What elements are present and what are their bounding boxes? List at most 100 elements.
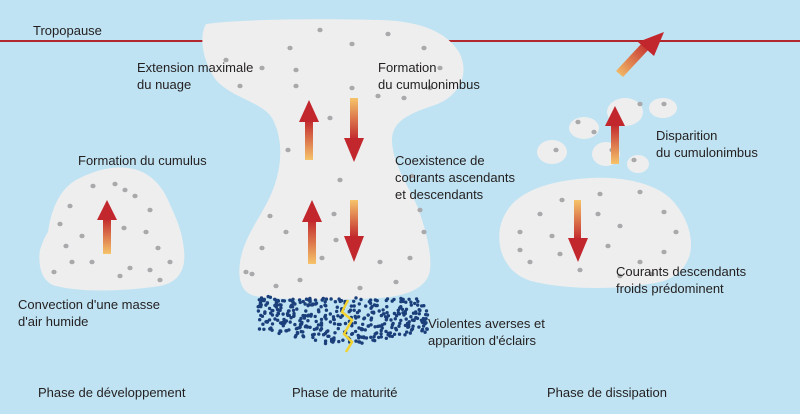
cloud-dot <box>357 286 362 291</box>
rain-drop <box>263 312 266 315</box>
rain-drop <box>350 333 353 336</box>
rain-drop <box>262 299 265 302</box>
cloud-dot <box>67 204 72 209</box>
rain-drop <box>336 314 339 317</box>
rain-drop <box>412 318 415 321</box>
cloud-dot <box>393 280 398 285</box>
rain-drop <box>398 322 401 325</box>
rain-drop <box>407 298 410 301</box>
cloud-dot <box>637 102 642 107</box>
cloud-dot <box>122 188 127 193</box>
cold-downdrafts-label: Courants descendants froids prédominent <box>616 263 746 297</box>
rain-drop <box>344 322 347 325</box>
rain-drop <box>295 327 298 330</box>
cloud-dot <box>331 212 336 217</box>
cloud-dot <box>51 270 56 275</box>
cloud-dot <box>577 268 582 273</box>
rain-drop <box>266 320 269 323</box>
rain-drop <box>315 320 318 323</box>
rain-drop <box>322 333 325 336</box>
cloud-dot <box>559 198 564 203</box>
rain-drop <box>399 300 402 303</box>
rain-drop <box>308 326 311 329</box>
cloud-puff <box>649 98 677 118</box>
rain-drop <box>259 305 262 308</box>
cumulus-formation-label: Formation du cumulus <box>78 152 207 169</box>
rain-drop <box>320 318 323 321</box>
rain-drop <box>393 333 396 336</box>
cloud-dot <box>421 46 426 51</box>
rain-drop <box>307 314 310 317</box>
cumulonimbus-formation-label: Formation du cumulonimbus <box>378 59 480 93</box>
rain-drop <box>360 328 363 331</box>
cloud-dot <box>605 244 610 249</box>
rain-drop <box>325 309 328 312</box>
rain-drop <box>306 304 309 307</box>
rain-drop <box>409 301 412 304</box>
rain-drop <box>311 303 314 306</box>
rain-drop <box>329 320 332 323</box>
cloud-dot <box>661 210 666 215</box>
rain-drop <box>273 304 276 307</box>
cloud-dot <box>117 274 122 279</box>
cloud-dot <box>121 226 126 231</box>
cloud-dot <box>527 260 532 265</box>
convection-label: Convection d'une masse d'air humide <box>18 296 160 330</box>
rain-drop <box>290 299 293 302</box>
phase-maturity-label: Phase de maturité <box>292 384 398 401</box>
rain-drop <box>373 303 376 306</box>
rain-drop <box>277 332 280 335</box>
cloud-dot <box>89 260 94 265</box>
rain-drop <box>399 297 402 300</box>
rain-drop <box>380 314 383 317</box>
rain-drop <box>333 331 336 334</box>
rain-drop <box>357 336 360 339</box>
rain-drop <box>271 322 274 325</box>
rain-drop <box>275 314 278 317</box>
rain-drop <box>289 320 292 323</box>
rain-drop <box>258 318 261 321</box>
rain-drop <box>364 304 367 307</box>
rain-drop <box>411 325 414 328</box>
cloud-dot <box>63 244 68 249</box>
rain-drop <box>404 324 407 327</box>
rain-drop <box>294 334 297 337</box>
rain-drop <box>423 318 426 321</box>
rain-drop <box>354 321 357 324</box>
cloud-dot <box>287 46 292 51</box>
cloud-dot <box>349 42 354 47</box>
rain-drop <box>353 309 356 312</box>
rain-drop <box>418 312 421 315</box>
rain-drop <box>369 336 372 339</box>
cloud-dot <box>127 266 132 271</box>
cloud-dot <box>69 260 74 265</box>
rain-drop <box>331 340 334 343</box>
rain-drop <box>357 340 360 343</box>
rain-drop <box>299 323 302 326</box>
rain-drop <box>267 295 270 298</box>
cloud-dot <box>375 94 380 99</box>
rain-drop <box>257 309 260 312</box>
rain-drop <box>395 314 398 317</box>
rain-drop <box>354 296 357 299</box>
rain-drop <box>352 300 355 303</box>
cloud-dot <box>132 194 137 199</box>
cloud-dot <box>267 214 272 219</box>
rain-drop <box>368 300 371 303</box>
cloud-dot <box>631 158 636 163</box>
rain-drop <box>329 312 332 315</box>
cloud-dot <box>283 230 288 235</box>
cumulus-cloud <box>39 167 184 290</box>
rain-drop <box>385 305 388 308</box>
cloud-dot <box>259 246 264 251</box>
cloud-dot <box>167 260 172 265</box>
rain-drop <box>327 335 330 338</box>
rain-drop <box>336 306 339 309</box>
rain-drop <box>362 335 365 338</box>
rain-drop <box>410 328 413 331</box>
rain-drop <box>409 315 412 318</box>
cloud-dot <box>617 224 622 229</box>
rain-drop <box>410 303 413 306</box>
rain-drop <box>306 319 309 322</box>
rain-drop <box>381 323 384 326</box>
